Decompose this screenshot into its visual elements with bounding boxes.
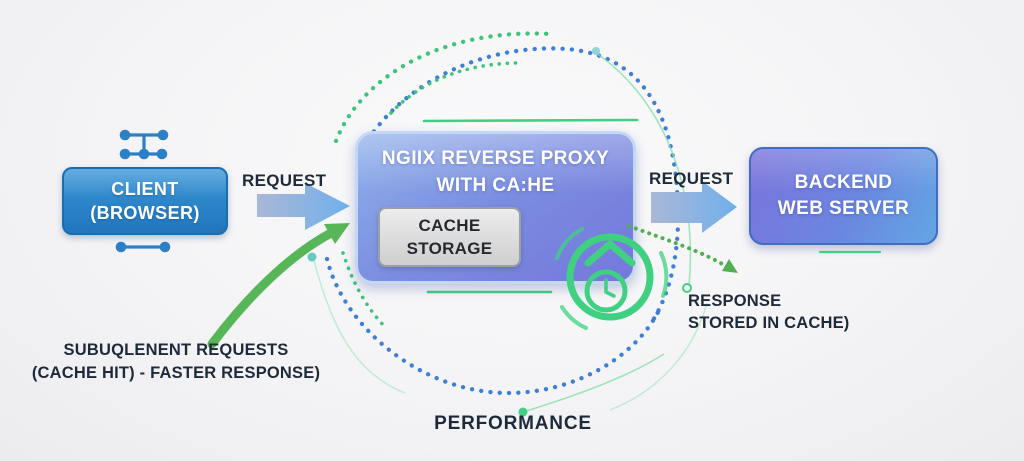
- badge-arc-right: [659, 251, 669, 298]
- backend-label-line1: BACKEND: [794, 172, 893, 193]
- client-label-line1: CLIENT: [111, 179, 179, 199]
- network-icon-node: [138, 148, 150, 160]
- teal-dot-left: [307, 252, 317, 262]
- response-stored-label: RESPONSE STORED IN CACHE): [688, 290, 850, 334]
- teal-dot-top: [592, 47, 600, 55]
- backend-label-line2: WEB SERVER: [777, 198, 910, 219]
- network-icon-node: [119, 148, 131, 160]
- cache-hit-arrow-head: [324, 223, 350, 244]
- dotted-arc-top-green-inner: [389, 61, 518, 115]
- proxy-label-line1: NGIIX REVERSE PROXY: [381, 148, 610, 169]
- thin-curve-bottom: [522, 353, 665, 413]
- client-node: CLIENT (BROWSER): [62, 167, 228, 235]
- proxy-label-line2: WITH CA:HE: [436, 175, 555, 196]
- subsequent-requests-label: SUBUQLENENT REQUESTS (CACHE HIT) - FASTE…: [26, 339, 326, 385]
- request-label-right: REQUEST: [649, 169, 734, 188]
- response-stored-line2: STORED IN CACHE): [688, 314, 850, 332]
- subsequent-requests-line1: SUBUQLENENT REQUESTS: [63, 341, 289, 359]
- client-connector-node: [159, 241, 171, 253]
- client-label-line2: (BROWSER): [90, 203, 200, 223]
- cache-label-line1: CACHE: [418, 216, 481, 235]
- badge-arc-bottom-left: [560, 305, 588, 330]
- accent-line-above-proxy: [422, 118, 639, 123]
- response-stored-line1: RESPONSE: [688, 292, 782, 310]
- response-stored-dotted-arrow: [627, 224, 731, 270]
- network-icon-node: [156, 148, 168, 160]
- subsequent-requests-line2: (CACHE HIT) - FASTER RESPONSE): [31, 364, 321, 382]
- performance-label: PERFORMANCE: [434, 413, 592, 434]
- network-nodes-icon: [119, 129, 169, 160]
- response-stored-arrow-head: [722, 259, 738, 273]
- cache-label-line2: STORAGE: [406, 239, 493, 258]
- cache-hit-arrow: [207, 228, 336, 349]
- request-label-left: REQUEST: [242, 171, 327, 190]
- client-connector-icon: [115, 241, 171, 253]
- dotted-arc-top-green-outer: [333, 31, 554, 144]
- network-icon-node: [119, 129, 131, 141]
- cache-storage-node: CACHE STORAGE: [378, 207, 521, 267]
- backend-node: BACKEND WEB SERVER: [749, 147, 938, 245]
- client-connector-node: [115, 241, 127, 253]
- network-icon-node: [157, 129, 169, 141]
